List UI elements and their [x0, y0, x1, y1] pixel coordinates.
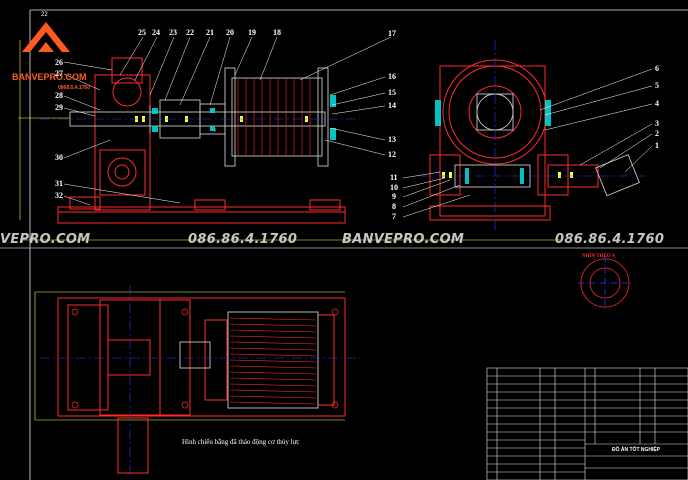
callout-3: 3 [655, 119, 659, 128]
callout-1: 1 [655, 141, 659, 150]
callout-27: 27 [55, 69, 63, 78]
callout-19: 19 [248, 28, 256, 37]
callout-31: 31 [55, 179, 63, 188]
callout-2: 2 [655, 129, 659, 138]
callout-28: 28 [55, 91, 63, 100]
front-section-view [40, 36, 392, 224]
callout-29: 29 [55, 103, 63, 112]
sheet-frame [0, 9, 688, 480]
plan-view-caption: Hình chiếu bằng đã tháo động cơ thủy lực [182, 438, 300, 446]
watermark-brand: BANVEPRO.COM [342, 232, 465, 247]
detail-a-label: NHÌN THEO A [582, 254, 616, 259]
callout-8: 8 [392, 202, 396, 211]
callout-26: 26 [55, 58, 63, 67]
watermark-phone-2: 086.86.4.1760 [555, 232, 665, 247]
callout-15: 15 [388, 88, 396, 97]
logo-house-icon: 22 [22, 12, 70, 52]
title-block [486, 367, 688, 480]
callout-7: 7 [392, 212, 396, 221]
callout-20: 20 [226, 28, 234, 37]
callout-25: 25 [138, 28, 146, 37]
svg-text:22: 22 [41, 12, 48, 18]
callout-17: 17 [388, 29, 396, 38]
callout-11: 11 [390, 173, 398, 182]
callout-21: 21 [206, 28, 214, 37]
plan-view [40, 285, 360, 475]
watermark-phone-1: 086.86.4.1760 [188, 232, 298, 247]
callout-24: 24 [152, 28, 160, 37]
callout-14: 14 [388, 101, 396, 110]
detail-a-view [578, 256, 632, 310]
logo-brand: BANVEPRO.COM [12, 72, 87, 82]
callout-30: 30 [55, 153, 63, 162]
side-view [402, 40, 653, 230]
title-block-title: ĐỒ ÁN TỐT NGHIỆP [612, 447, 661, 453]
callout-9: 9 [392, 192, 396, 201]
callout-23: 23 [169, 28, 177, 37]
callout-6: 6 [655, 64, 659, 73]
callout-12: 12 [388, 150, 396, 159]
callout-18: 18 [273, 28, 281, 37]
logo-phone: 0868.6.4.1760 [58, 85, 90, 91]
callout-22: 22 [186, 28, 194, 37]
callout-5: 5 [655, 81, 659, 90]
callout-4: 4 [655, 99, 659, 108]
callout-10: 10 [390, 183, 398, 192]
watermark-brand-cut: VEPRO.COM [0, 232, 91, 247]
callout-16: 16 [388, 72, 396, 81]
callout-32: 32 [55, 191, 63, 200]
dimension-lines [18, 40, 560, 421]
callout-13: 13 [388, 135, 396, 144]
